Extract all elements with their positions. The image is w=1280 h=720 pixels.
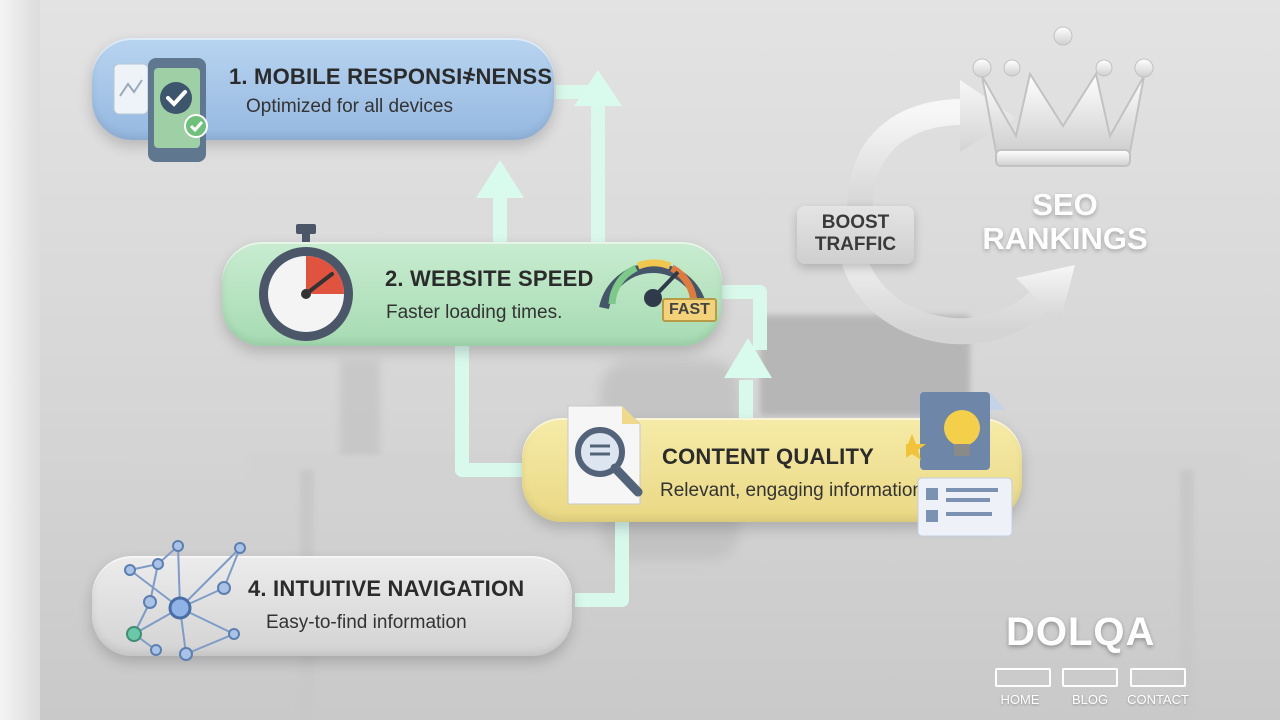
connector-line [575,520,629,607]
boost-traffic-badge: BOOST TRAFFIC [797,206,914,264]
nav-home-box[interactable] [995,668,1051,687]
nav-contact-link[interactable]: CONTACT [1127,692,1189,707]
lightbulb-card-icon [906,392,1013,537]
connector-line [722,285,767,350]
cycle-arrow-icon [837,80,1075,345]
desk-leg [1180,470,1194,720]
nav-blog-link[interactable]: BLOG [1071,692,1109,707]
step-title: 1. MOBILE RESPONSI҂NENSS [229,64,553,89]
crown-icon [972,26,1154,167]
network-graph-icon [124,540,246,661]
step-title: 2. WEBSITE SPEED [385,266,594,291]
arrow-head [476,160,524,198]
window-light [0,0,40,720]
seo-label-line2: RANKINGS [982,221,1148,256]
step-subtitle: Faster loading times. [386,302,563,323]
step-subtitle: Optimized for all devices [246,96,453,117]
step-mobile-responsiveness: 1. MOBILE RESPONSI҂NENSS Optimized for a… [92,38,554,162]
document-search-icon [567,405,643,505]
stopwatch-icon [259,224,353,341]
boost-label-line2: TRAFFIC [814,234,897,255]
step-title: 4. INTUITIVE NAVIGATION [248,576,525,601]
phone-check-icon [113,58,208,162]
step-content-quality: CONTENT QUALITY Relevant, engaging infor… [522,392,1022,537]
brand-logo[interactable]: DOLQA [1006,610,1156,654]
step-title: CONTENT QUALITY [662,444,874,469]
step-subtitle: Easy-to-find information [266,612,467,633]
gauge-fast-label: FAST [662,298,717,322]
connector-line [455,345,525,477]
arrow-head [724,338,772,378]
step-intuitive-navigation: 4. INTUITIVE NAVIGATION Easy-to-find inf… [92,540,572,661]
arrow-head [574,70,622,106]
boost-label-line1: BOOST [821,212,890,233]
nav-blog-box[interactable] [1062,668,1118,687]
nav-contact-box[interactable] [1130,668,1186,687]
seo-label-line1: SEO [1032,187,1098,222]
nav-home-link[interactable]: HOME [1000,692,1040,707]
step-website-speed: 2. WEBSITE SPEED Faster loading times. F… [222,224,722,346]
step-subtitle: Relevant, engaging information [660,480,924,501]
seo-rankings-label: SEO RANKINGS [960,188,1170,256]
background-shelf [340,360,380,460]
